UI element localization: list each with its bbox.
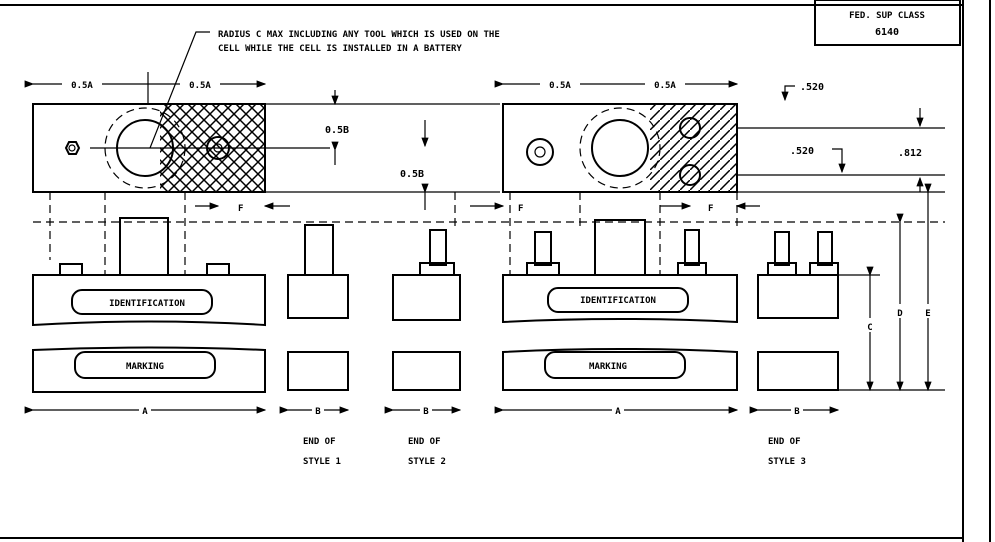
dim-f-3: F xyxy=(708,204,713,214)
side-view-left xyxy=(32,217,266,393)
dim-e: E xyxy=(925,309,930,319)
identification-label-left: IDENTIFICATION xyxy=(109,299,185,309)
dim-half-a-4: 0.5A xyxy=(654,81,676,91)
side-view-right xyxy=(502,219,738,391)
title-line1: FED. SUP CLASS xyxy=(849,11,925,21)
end-style-2-l1: END OF xyxy=(408,437,441,447)
dim-b-1: B xyxy=(315,407,321,417)
end-style-1-l2: STYLE 1 xyxy=(303,457,341,467)
end-style-3 xyxy=(749,231,840,414)
dim-812: .812 xyxy=(898,148,922,159)
dim-f-1: F xyxy=(238,204,243,214)
end-style-3-l2: STYLE 3 xyxy=(768,457,806,467)
identification-label-right: IDENTIFICATION xyxy=(580,296,656,306)
title-block xyxy=(814,0,961,46)
dim-half-a-2: 0.5A xyxy=(189,81,211,91)
end-style-2 xyxy=(384,229,462,414)
end-style-3-l1: END OF xyxy=(768,437,801,447)
dim-a-left: A xyxy=(142,407,148,417)
note-line1: RADIUS C MAX INCLUDING ANY TOOL WHICH IS… xyxy=(218,30,500,40)
note-line2: CELL WHILE THE CELL IS INSTALLED IN A BA… xyxy=(218,44,462,54)
dim-half-a-1: 0.5A xyxy=(71,81,93,91)
top-view-right xyxy=(502,103,945,193)
projection-lines xyxy=(33,192,945,275)
title-line2: 6140 xyxy=(875,27,899,38)
dim-d: D xyxy=(897,309,903,319)
end-style-2-l2: STYLE 2 xyxy=(408,457,446,467)
height-dims xyxy=(838,183,945,392)
dim-520-b: .520 xyxy=(790,146,814,157)
dim-half-a-3: 0.5A xyxy=(549,81,571,91)
marking-label-right: MARKING xyxy=(589,362,627,372)
dim-c: C xyxy=(867,323,872,333)
dim-half-b-1: 0.5B xyxy=(325,125,349,136)
dim-half-b-2: 0.5B xyxy=(400,169,424,180)
marking-label-left: MARKING xyxy=(126,362,164,372)
dim-f-2: F xyxy=(518,204,523,214)
dim-b-2: B xyxy=(423,407,429,417)
end-style-1-l1: END OF xyxy=(303,437,336,447)
end-style-1 xyxy=(279,224,350,414)
dim-b-3: B xyxy=(794,407,800,417)
dim-a-right: A xyxy=(615,407,621,417)
top-view-left xyxy=(32,103,330,193)
dim-520-a: .520 xyxy=(800,82,824,93)
